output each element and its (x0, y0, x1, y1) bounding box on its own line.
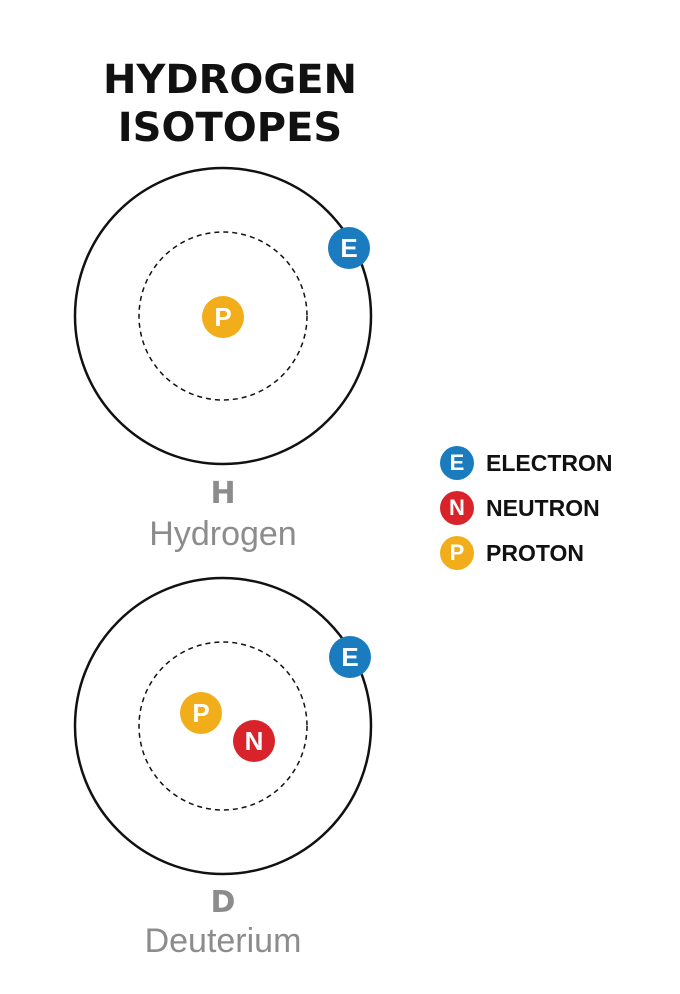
title-line-1: HYDROGEN (102, 57, 358, 103)
legend: E ELECTRON N NEUTRON P PROTON (440, 446, 613, 581)
deuterium-inner-orbit (138, 641, 308, 811)
hydrogen-inner-orbit (138, 231, 308, 401)
hydrogen-electron: E (328, 227, 370, 269)
deuterium-symbol: D (210, 885, 236, 920)
diagram-title: HYDROGEN ISOTOPES (40, 56, 420, 152)
legend-item-electron: E ELECTRON (440, 446, 613, 480)
legend-item-neutron: N NEUTRON (440, 491, 613, 525)
deuterium-neutron-letter: N (245, 726, 264, 756)
hydrogen-proton: P (202, 296, 244, 338)
legend-label-neutron: NEUTRON (486, 494, 600, 521)
deuterium-electron-letter: E (341, 642, 358, 672)
title-line-2: ISOTOPES (117, 105, 343, 151)
deuterium-proton-letter: P (192, 698, 209, 728)
deuterium-outer-shell (73, 576, 373, 876)
deuterium-atom: P N E (73, 576, 373, 876)
hydrogen-proton-letter: P (214, 302, 231, 332)
hydrogen-atom: P E (73, 166, 373, 466)
deuterium-proton: P (180, 692, 222, 734)
electron-icon: E (440, 446, 474, 480)
hydrogen-symbol: H (210, 476, 236, 511)
deuterium-name: Deuterium (144, 922, 302, 960)
legend-label-electron: ELECTRON (486, 449, 613, 476)
hydrogen-name: Hydrogen (149, 515, 297, 553)
deuterium-electron: E (329, 636, 371, 678)
hydrogen-outer-shell (73, 166, 373, 466)
legend-label-proton: PROTON (486, 539, 584, 566)
legend-item-proton: P PROTON (440, 536, 613, 570)
proton-icon: P (440, 536, 474, 570)
neutron-icon: N (440, 491, 474, 525)
hydrogen-electron-letter: E (340, 233, 357, 263)
deuterium-neutron: N (233, 720, 275, 762)
